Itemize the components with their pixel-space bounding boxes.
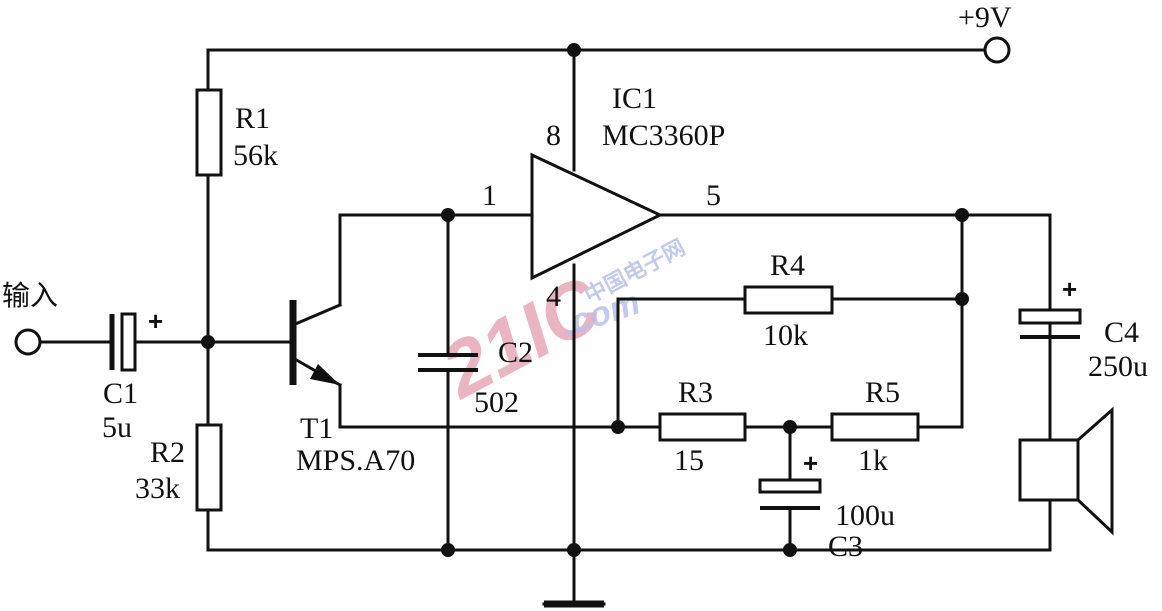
resistor-r4 (743, 285, 834, 315)
capacitor-c1 (109, 312, 137, 372)
input-terminal (14, 328, 42, 356)
r5-ref-label: R5 (865, 376, 900, 409)
junction-dot (955, 292, 969, 306)
ic-part-label: MC3360P (602, 119, 725, 152)
ic-ref-label: IC1 (612, 82, 657, 115)
c1-value-label: 5u (102, 411, 132, 444)
c1-ref-label: C1 (103, 377, 138, 410)
ic-pin4-label: 4 (546, 280, 561, 313)
r2-value-label: 33k (135, 472, 180, 505)
wires (38, 48, 1052, 606)
resistor-r2 (195, 423, 223, 512)
ic-pin1-label: 1 (482, 179, 497, 212)
speaker (1018, 406, 1114, 536)
c2-value-label: 502 (474, 386, 519, 419)
emitter-arrow-icon (310, 364, 340, 385)
junction-dot (567, 543, 581, 557)
r3-ref-label: R3 (678, 376, 713, 409)
ic-pin5-label: 5 (706, 179, 721, 212)
r3-value-label: 15 (674, 444, 704, 477)
r4-ref-label: R4 (770, 249, 805, 282)
junction-dot (955, 208, 969, 222)
capacitor-c4 (1018, 308, 1082, 339)
input-label: 输入 (2, 279, 58, 312)
r4-value-label: 10k (763, 319, 808, 352)
c3-value-label: 100u (835, 499, 895, 532)
resistor-r3 (658, 412, 747, 442)
c3-plus-label: + (803, 448, 818, 478)
capacitor-c2 (418, 353, 478, 372)
r2-ref-label: R2 (150, 436, 185, 469)
junction-dot (783, 420, 797, 434)
r1-ref-label: R1 (235, 102, 270, 135)
supply-label: +9V (958, 1, 1012, 34)
c4-value-label: 250u (1088, 350, 1148, 383)
r1-value-label: 56k (233, 139, 278, 172)
ic-pin8-label: 8 (546, 119, 561, 152)
speaker-cone-icon (1076, 406, 1114, 536)
c4-ref-label: C4 (1104, 316, 1139, 349)
c3-ref-label: C3 (828, 530, 863, 563)
t1-part-label: MPS.A70 (296, 444, 415, 477)
c1-plus-label: + (148, 306, 163, 336)
c2-ref-label: C2 (498, 336, 533, 369)
t1-ref-label: T1 (300, 412, 333, 445)
junction-dot (783, 543, 797, 557)
transistor-t1 (289, 300, 343, 388)
speaker-magnet (1018, 438, 1080, 502)
junction-dot (441, 543, 455, 557)
supply-terminal (983, 36, 1011, 64)
junctions (201, 43, 969, 557)
junction-dot (611, 420, 625, 434)
c4-plus-label: + (1062, 274, 1077, 304)
capacitor-c3 (758, 478, 822, 510)
resistor-r5 (830, 412, 920, 442)
junction-dot (567, 43, 581, 57)
resistor-r1 (195, 88, 223, 177)
ic1-amplifier (530, 152, 664, 281)
r5-value-label: 1k (858, 444, 888, 477)
junction-dot (441, 208, 455, 222)
junction-dot (201, 335, 215, 349)
